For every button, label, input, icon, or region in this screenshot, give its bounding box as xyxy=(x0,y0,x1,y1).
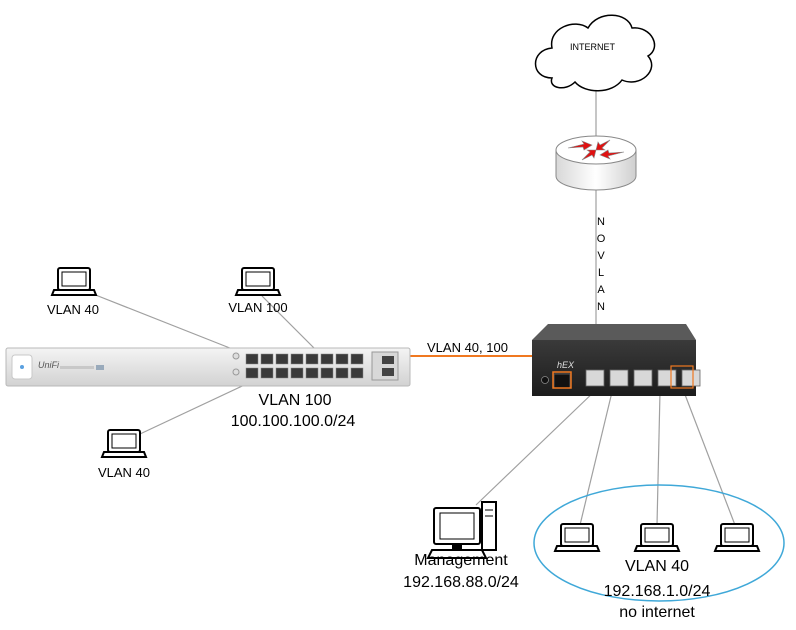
switch-port xyxy=(320,367,334,379)
switch-port xyxy=(275,367,289,379)
switch-port xyxy=(290,367,304,379)
laptop-icon-vlan40-3 xyxy=(714,523,760,552)
switch-vlan-label: VLAN 100 xyxy=(258,392,332,409)
switch-port xyxy=(335,353,349,365)
internet-cloud xyxy=(534,14,656,92)
laptop-label-top-middle: VLAN 100 xyxy=(228,300,288,315)
laptop-label-bottom-left: VLAN 40 xyxy=(97,465,151,480)
router-icon xyxy=(555,135,637,191)
router-port xyxy=(585,369,605,387)
switch-port xyxy=(245,353,259,365)
unifi-switch xyxy=(5,347,411,387)
link-vlan40-pc3 xyxy=(683,391,736,526)
link-vlan40-pc1 xyxy=(579,391,613,526)
link-vlan40-pc2 xyxy=(656,391,661,526)
router-port xyxy=(609,369,629,387)
switch-port xyxy=(260,367,274,379)
internet-label: INTERNET xyxy=(570,42,615,52)
switch-port xyxy=(350,353,364,365)
laptop-icon-vlan40-1 xyxy=(554,523,600,552)
vlan40-group-ellipse xyxy=(533,484,785,602)
uplink-label: NO VLAN xyxy=(596,216,606,313)
router-port xyxy=(681,369,701,387)
switch-ports xyxy=(245,353,364,379)
switch-port xyxy=(275,353,289,365)
switch-port xyxy=(305,353,319,365)
management-computer-icon xyxy=(426,501,497,559)
router-port xyxy=(633,369,653,387)
hex-router xyxy=(532,324,701,396)
link-laptop-top-left xyxy=(87,291,246,355)
switch-subnet-label: 100.100.100.0/24 xyxy=(230,413,356,430)
switch-brand: UniFi xyxy=(38,360,60,370)
router-ports xyxy=(552,365,701,389)
router-brand: hEX xyxy=(557,360,575,370)
laptop-icon-top-middle xyxy=(235,267,281,296)
switch-port xyxy=(320,353,334,365)
link-laptop-bottom-left xyxy=(139,379,256,435)
management-subnet: 192.168.88.0/24 xyxy=(403,574,519,591)
switch-port xyxy=(290,353,304,365)
switch-port xyxy=(245,367,259,379)
management-label: Management xyxy=(414,552,508,569)
vlan40-port-highlight xyxy=(670,365,694,389)
laptop-icon-top-left xyxy=(51,267,97,296)
switch-port xyxy=(335,367,349,379)
laptop-label-top-left: VLAN 40 xyxy=(46,302,100,317)
vlan40-group-note: no internet xyxy=(619,604,695,621)
switch-port xyxy=(305,367,319,379)
switch-port xyxy=(260,353,274,365)
vlan40-group-subnet: 192.168.1.0/24 xyxy=(603,583,711,600)
switch-port xyxy=(350,367,364,379)
link-management xyxy=(475,387,599,506)
vlan40-group-label: VLAN 40 xyxy=(624,558,690,575)
link-laptop-top-middle xyxy=(261,295,323,357)
connection-lines xyxy=(87,88,736,526)
trunk-label: VLAN 40, 100 xyxy=(427,340,508,355)
trunk-port-highlight xyxy=(552,371,572,389)
laptop-icon-bottom-left xyxy=(101,429,147,458)
router-port xyxy=(657,369,677,387)
laptop-icon-vlan40-2 xyxy=(634,523,680,552)
